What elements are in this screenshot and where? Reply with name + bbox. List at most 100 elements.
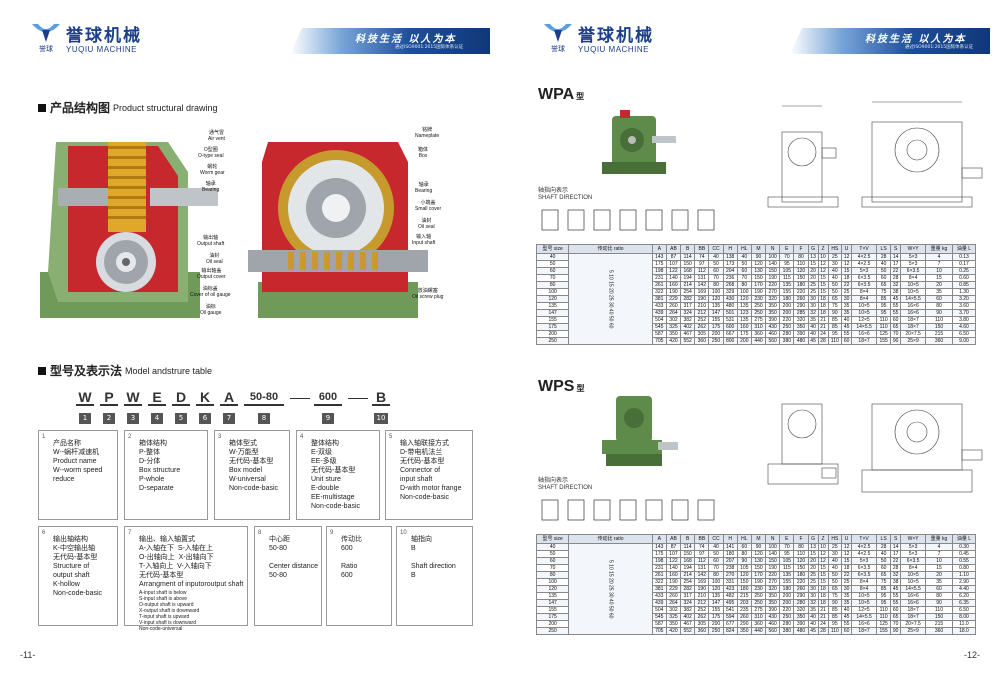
table-cell: 135 bbox=[779, 571, 795, 579]
table-cell: 28 bbox=[890, 274, 902, 282]
table-cell: 0.80 bbox=[951, 564, 977, 572]
table-cell: 5×3 bbox=[851, 557, 878, 565]
table-cell: 677 bbox=[722, 620, 738, 628]
table-cell: 60 bbox=[535, 557, 570, 565]
table-cell: 198 bbox=[651, 267, 667, 275]
table-cell: 350 bbox=[736, 627, 752, 635]
table-cell: 20 bbox=[807, 267, 819, 275]
table-cell: 261 bbox=[651, 571, 667, 579]
bullet-square bbox=[38, 103, 46, 112]
table-cell: 85 bbox=[827, 613, 843, 621]
table-cell: 160 bbox=[665, 281, 682, 289]
table-header-cell: 重量 kg bbox=[925, 244, 953, 254]
table-cell: 250 bbox=[708, 337, 724, 345]
table-cell: 212 bbox=[694, 309, 710, 317]
table-cell: 175 bbox=[708, 613, 724, 621]
table-cell: 25 bbox=[807, 571, 819, 579]
table-cell: 423 bbox=[722, 585, 738, 593]
table-cell: 110 bbox=[925, 606, 953, 614]
table-cell: 85 bbox=[876, 585, 892, 593]
table-cell: 220 bbox=[779, 316, 795, 324]
table-cell: 440 bbox=[750, 337, 767, 345]
model-num: 4 bbox=[151, 413, 163, 424]
brand-block: 誉球机械 YUQIU MACHINE bbox=[66, 21, 142, 54]
ratio-cell: 5 10 15 20 25 30 40 50 60 bbox=[568, 543, 653, 635]
table-header-cell: Z bbox=[817, 534, 829, 544]
table-cell: 120 bbox=[535, 585, 570, 593]
table-cell: 250 bbox=[535, 627, 570, 635]
table-cell: 18 bbox=[817, 302, 829, 310]
table-cell: 100 bbox=[765, 253, 781, 261]
table-cell: 262 bbox=[694, 323, 710, 331]
table-cell: 10×5 bbox=[900, 281, 927, 289]
table-cell: 12 bbox=[817, 260, 829, 268]
table-cell: 125 bbox=[876, 620, 892, 628]
table-cell: 8×4 bbox=[900, 274, 927, 282]
table-cell: 90 bbox=[827, 599, 843, 607]
table-cell: 4.40 bbox=[951, 585, 977, 593]
table-cell: 40 bbox=[708, 543, 724, 551]
table-cell: 25 bbox=[827, 253, 843, 261]
table-header-cell: F bbox=[793, 534, 809, 544]
table-cell: 40 bbox=[736, 253, 752, 261]
table-cell: 18 bbox=[817, 309, 829, 317]
table-cell: 30 bbox=[807, 585, 819, 593]
table-cell: 2.90 bbox=[951, 578, 977, 586]
table-cell: 28 bbox=[876, 543, 892, 551]
table-cell: 70 bbox=[535, 564, 570, 572]
table-cell: 168 bbox=[680, 557, 696, 565]
table-cell: 4×2.5 bbox=[851, 543, 878, 551]
table-cell: 100 bbox=[535, 288, 570, 296]
table-cell: 140 bbox=[765, 550, 781, 558]
brand-en: YUQIU MACHINE bbox=[66, 45, 137, 54]
logo-text: 誉球 bbox=[551, 44, 565, 52]
table-cell: 50 bbox=[708, 550, 724, 558]
table-cell: 147 bbox=[535, 309, 570, 317]
section-title-en: Product structural drawing bbox=[113, 102, 218, 113]
table-header-cell: HL bbox=[736, 244, 752, 254]
table-cell: 12 bbox=[817, 557, 829, 565]
table-cell: 90 bbox=[750, 543, 767, 551]
table-cell: 200 bbox=[535, 620, 570, 628]
table-cell: 214 bbox=[680, 281, 696, 289]
table-cell: 229 bbox=[665, 585, 682, 593]
table-header-cell: AB bbox=[665, 534, 682, 544]
table-cell: 160 bbox=[665, 571, 682, 579]
table-cell: 290 bbox=[736, 620, 752, 628]
slogan: 科技生活 以人为本 bbox=[355, 34, 457, 45]
gearbox-front-section-drawing bbox=[248, 142, 428, 318]
table-cell: 10×5 bbox=[900, 288, 927, 296]
table-cell: 142 bbox=[694, 571, 710, 579]
table-cell: 95 bbox=[779, 550, 795, 558]
table-cell: 90 bbox=[890, 337, 902, 345]
table-cell: 50 bbox=[876, 267, 892, 275]
table-cell: 60 bbox=[736, 267, 752, 275]
table-cell: 28 bbox=[817, 337, 829, 345]
table-cell: 16×6 bbox=[900, 309, 927, 317]
table-cell: 250 bbox=[750, 592, 767, 600]
model-num: 8 bbox=[258, 413, 270, 424]
table-cell: 360 bbox=[750, 330, 767, 338]
table-cell: 60 bbox=[890, 316, 902, 324]
right-page: 誉球 誉球机械 YUQIU MACHINE 科技生活 以人为本 通过ISO900… bbox=[500, 0, 1000, 678]
table-cell: 122 bbox=[665, 267, 682, 275]
table-cell: 40 bbox=[708, 253, 724, 261]
table-cell: 168 bbox=[680, 267, 696, 275]
table-cell: 70 bbox=[779, 253, 795, 261]
table-cell: 135 bbox=[736, 316, 752, 324]
model-dash bbox=[348, 398, 368, 399]
cert-text: 通过ISO9001:2015国际体系认证 bbox=[395, 45, 464, 50]
table-cell: 360 bbox=[694, 627, 710, 635]
table-header-cell: 型号 size bbox=[535, 244, 570, 254]
table-cell: 40 bbox=[827, 267, 843, 275]
table-cell: 85 bbox=[827, 323, 843, 331]
table-header-cell: U bbox=[841, 534, 853, 544]
table-cell: 275 bbox=[750, 316, 767, 324]
table-cell: 350 bbox=[665, 330, 682, 338]
